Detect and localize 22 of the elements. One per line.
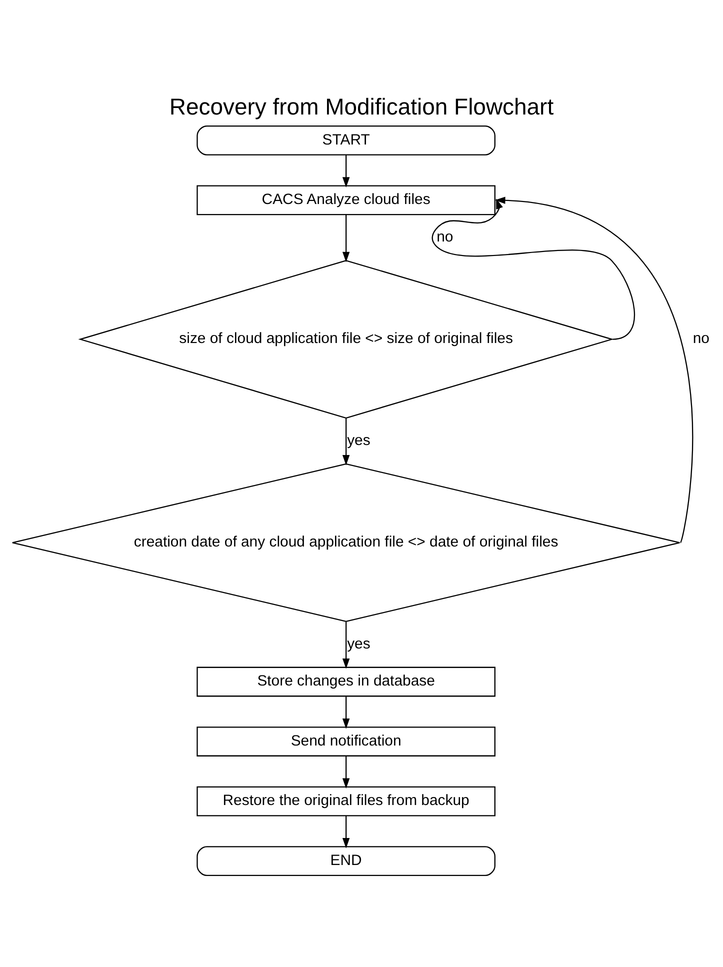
node-box: CACS Analyze cloud files (196, 185, 496, 216)
arrow (342, 756, 350, 789)
edge-label: yes (347, 432, 370, 449)
node-box: Send notification (196, 726, 496, 756)
node-diamond: creation date of any cloud application file <> date of original files (12, 463, 680, 622)
node-box: END (196, 846, 496, 876)
arrow (342, 154, 350, 188)
node-box: Restore the original files from backup (196, 786, 496, 816)
edge-label: no (692, 330, 710, 348)
edge-label: no (436, 228, 454, 246)
arrow (494, 196, 693, 543)
arrow (342, 696, 350, 729)
arrow (342, 214, 350, 262)
node-box: START (196, 126, 496, 156)
node-diamond: size of cloud application file <> size of original files (78, 260, 614, 419)
arrow (342, 418, 350, 466)
arrow (432, 198, 635, 340)
arrow (342, 622, 350, 669)
edge-label: yes (347, 635, 370, 652)
diagram-title: Recovery from Modification Flowchart (169, 94, 554, 120)
node-box: Store changes in database (196, 666, 496, 697)
arrow (342, 816, 350, 848)
